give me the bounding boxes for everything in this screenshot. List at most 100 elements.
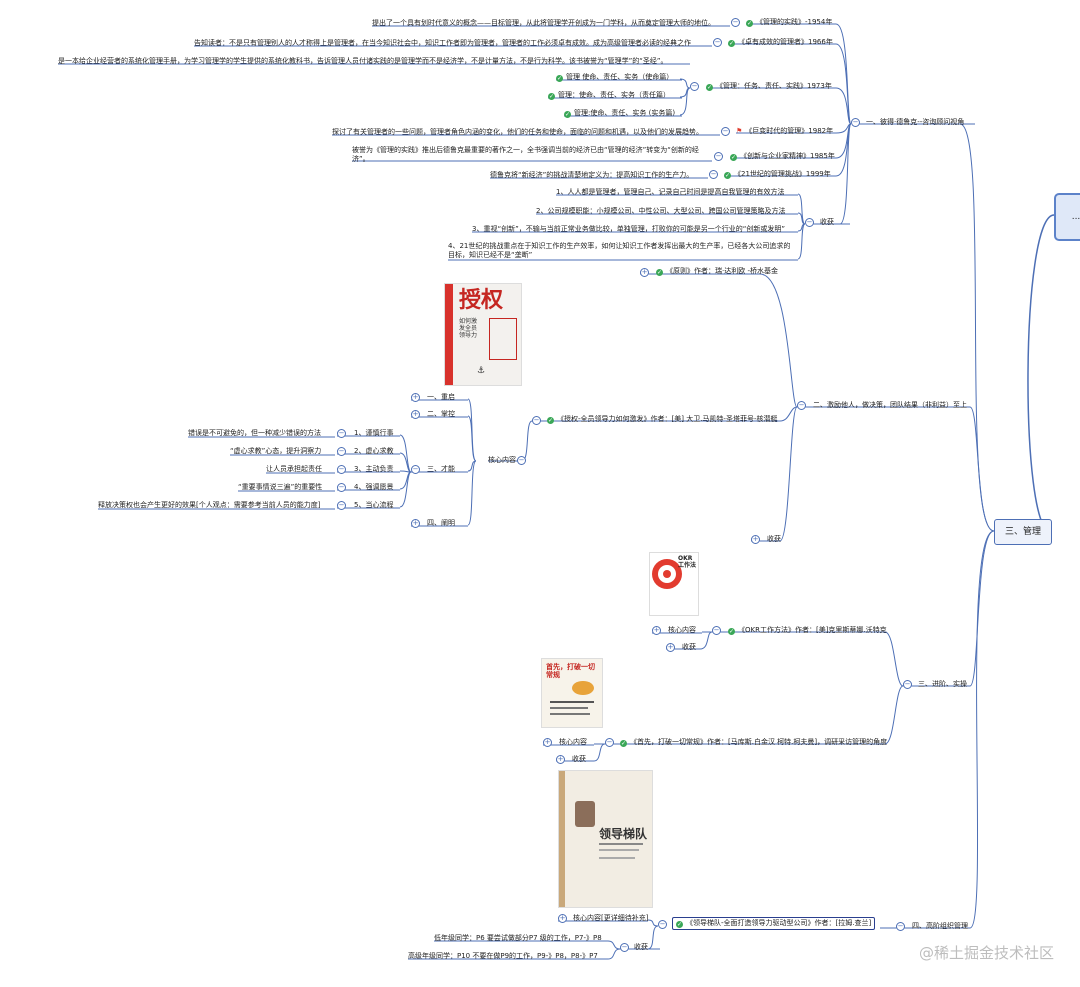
collapse-toggle[interactable]: − [797, 401, 806, 410]
gain-item: 2、公司规模职能：小规模公司、中性公司、大型公司、跨国公司管理策略及方法 [536, 207, 786, 215]
collapse-toggle[interactable]: − [337, 465, 346, 474]
book-management-tasks[interactable]: ✓《管理：任务、责任、实践》1973年 [706, 82, 832, 91]
connector [797, 193, 806, 225]
branch-drucker-label[interactable]: 一、彼得·德鲁克--咨询顾问视角 [866, 118, 965, 126]
part-restart[interactable]: 一、重启 [427, 393, 455, 401]
sub-book-responsibility[interactable]: ✓管理：使命、责任、实务（责任篇） [548, 91, 670, 100]
gain-item: 3、重视“创新”，不输与当前正常业务做比较，单独管理，打败你的可能是另一个行业的… [472, 225, 785, 233]
collapse-toggle[interactable]: − [721, 127, 730, 136]
book-first-break-rules[interactable]: ✓《首先，打破一切常规》作者：[马库斯.白金汉 柯特.柯夫曼]，调研采访管理的角… [620, 738, 887, 747]
book-title: 《管理的实践》-1954年 [756, 18, 833, 26]
connector [699, 631, 713, 650]
part-competence[interactable]: 三、才能 [427, 465, 455, 473]
pipeline-core-content[interactable]: 核心内容[更详细待补充] [573, 914, 649, 922]
collapse-toggle[interactable]: − [658, 920, 667, 929]
collapse-toggle[interactable]: − [337, 429, 346, 438]
book-practice-of-management[interactable]: ✓《管理的实践》-1954年 [746, 18, 832, 27]
talent-note: 错误是不可避免的，但一种减少错误的方法 [188, 429, 321, 437]
check-icon: ✓ [656, 269, 663, 276]
red-flag-icon: ⚑ [736, 127, 743, 135]
collapse-toggle[interactable]: − [605, 738, 614, 747]
collapse-toggle[interactable]: − [851, 118, 860, 127]
okr-gain[interactable]: 收获 [682, 643, 696, 651]
core-content-label[interactable]: 核心内容 [488, 456, 516, 464]
collapse-toggle[interactable]: − [620, 943, 629, 952]
book-turn-the-ship[interactable]: ✓《授权-全员领导力如何激发》作者：[美] 大卫.马凯特-圣塔菲号-核潜艇 [547, 415, 778, 424]
collapse-toggle[interactable]: − [712, 626, 721, 635]
first-core-content[interactable]: 核心内容 [559, 738, 587, 746]
collapse-toggle[interactable]: − [337, 447, 346, 456]
expand-toggle[interactable]: + [751, 535, 760, 544]
expand-toggle[interactable]: + [543, 738, 552, 747]
motivation-gain-label[interactable]: 收获 [767, 535, 781, 543]
management-node[interactable]: 三、管理 [994, 519, 1052, 545]
book-effective-executive[interactable]: ✓《卓有成效的管理者》1966年 [728, 38, 833, 47]
collapse-toggle[interactable]: − [709, 170, 718, 179]
book-principles[interactable]: ✓《原则》作者：瑞·达利欧 -桥水基金 [656, 267, 778, 276]
branch-org-label[interactable]: 四、高阶组织管理 [912, 922, 968, 930]
okr-core-content[interactable]: 核心内容 [668, 626, 696, 634]
collapse-toggle[interactable]: − [411, 465, 420, 474]
expand-toggle[interactable]: + [556, 755, 565, 764]
talent-note: 释放决策权也会产生更好的效果[个人观点：需要参考当前人员的能力度] [98, 501, 321, 509]
pipeline-gain[interactable]: 收获 [634, 943, 648, 951]
sub-book-title: 管理:使命、责任、实务 (实务篇) [574, 109, 676, 117]
collapse-toggle[interactable]: − [731, 18, 740, 27]
book-cover-leadership-pipeline: 领导梯队 [558, 770, 653, 908]
talent-take-responsibility[interactable]: 3、主动负责 [354, 465, 394, 473]
connector [969, 530, 995, 687]
sub-book-practice[interactable]: ✓管理:使命、责任、实务 (实务篇) [564, 109, 675, 118]
expand-toggle[interactable]: + [666, 643, 675, 652]
first-gain[interactable]: 收获 [572, 755, 586, 763]
cover-subtitle: 如何激发全员领导力 [459, 318, 478, 339]
collapse-toggle[interactable]: − [337, 483, 346, 492]
connector [467, 460, 477, 526]
connector [593, 743, 606, 762]
book-leadership-pipeline[interactable]: ✓《领导梯队-全面打造领导力驱动型公司》作者：[拉姆.查兰] [672, 917, 876, 930]
expand-toggle[interactable]: + [411, 393, 420, 402]
collapse-toggle[interactable]: − [690, 82, 699, 91]
root-node[interactable]: ... [1054, 193, 1080, 241]
collapse-toggle[interactable]: − [713, 38, 722, 47]
talent-act-deliberately[interactable]: 1、谨慎行事 [354, 429, 394, 437]
part-control[interactable]: 二、掌控 [427, 410, 455, 418]
talent-ask-humbly[interactable]: 2、虚心求教 [354, 447, 394, 455]
connector [835, 87, 852, 125]
check-icon: ✓ [728, 628, 735, 635]
connector [779, 406, 798, 542]
collapse-toggle[interactable]: − [714, 152, 723, 161]
part-clarity[interactable]: 四、阐明 [427, 519, 455, 527]
talent-note: 让人员承担起责任 [266, 465, 322, 473]
book-title: 《创新与企业家精神》1985年 [740, 152, 835, 160]
branch-practice-label[interactable]: 三、进阶、实操 [918, 680, 967, 688]
talent-emphasize-vision[interactable]: 4、强调愿景 [354, 483, 394, 491]
collapse-toggle[interactable]: − [896, 922, 905, 931]
talent-watch-process[interactable]: 5、当心流程 [354, 501, 394, 509]
sub-book-mission[interactable]: ✓管理 使命、责任、实务（使命篇） [556, 73, 673, 82]
talent-note: “虚心求教”心态，提升洞察力 [230, 447, 322, 455]
book-cover-okr: OKR 工作法 [649, 552, 699, 616]
gain-item: 4、21世纪的挑战重点在于知识工作的生产效率，如何让知识工作者发挥出最大的生产率… [448, 242, 791, 259]
book-innovation[interactable]: ✓《创新与企业家精神》1985年 [730, 152, 835, 161]
book-21st-century[interactable]: ✓《21世纪的管理挑战》1999年 [724, 170, 831, 179]
drucker-gain-label[interactable]: 收获 [820, 218, 834, 226]
expand-toggle[interactable]: + [558, 914, 567, 923]
branch-motivation-label[interactable]: 二、激励他人，做决策，团队结果（非利益）至上 [813, 401, 967, 409]
collapse-toggle[interactable]: − [517, 456, 526, 465]
collapse-toggle[interactable]: − [805, 218, 814, 227]
connector [839, 123, 852, 225]
expand-toggle[interactable]: + [652, 626, 661, 635]
connector [835, 43, 852, 125]
book-okr[interactable]: ✓《OKR工作方法》作者：[美]克里斯蒂娜.沃特克 [728, 626, 887, 635]
connector [647, 925, 659, 950]
cover-title: 首先，打破一切常规 [546, 663, 595, 679]
book-note: 探讨了有关管理者的一些问题，管理者角色内涵的变化，他们的任务和使命，面临的问题和… [332, 128, 703, 136]
book-turbulent-times[interactable]: ⚑《巨变时代的管理》1982年 [736, 127, 833, 136]
collapse-toggle[interactable]: − [337, 501, 346, 510]
check-icon: ✓ [730, 154, 737, 161]
expand-toggle[interactable]: + [640, 268, 649, 277]
collapse-toggle[interactable]: − [903, 680, 912, 689]
expand-toggle[interactable]: + [411, 410, 420, 419]
expand-toggle[interactable]: + [411, 519, 420, 528]
collapse-toggle[interactable]: − [532, 416, 541, 425]
